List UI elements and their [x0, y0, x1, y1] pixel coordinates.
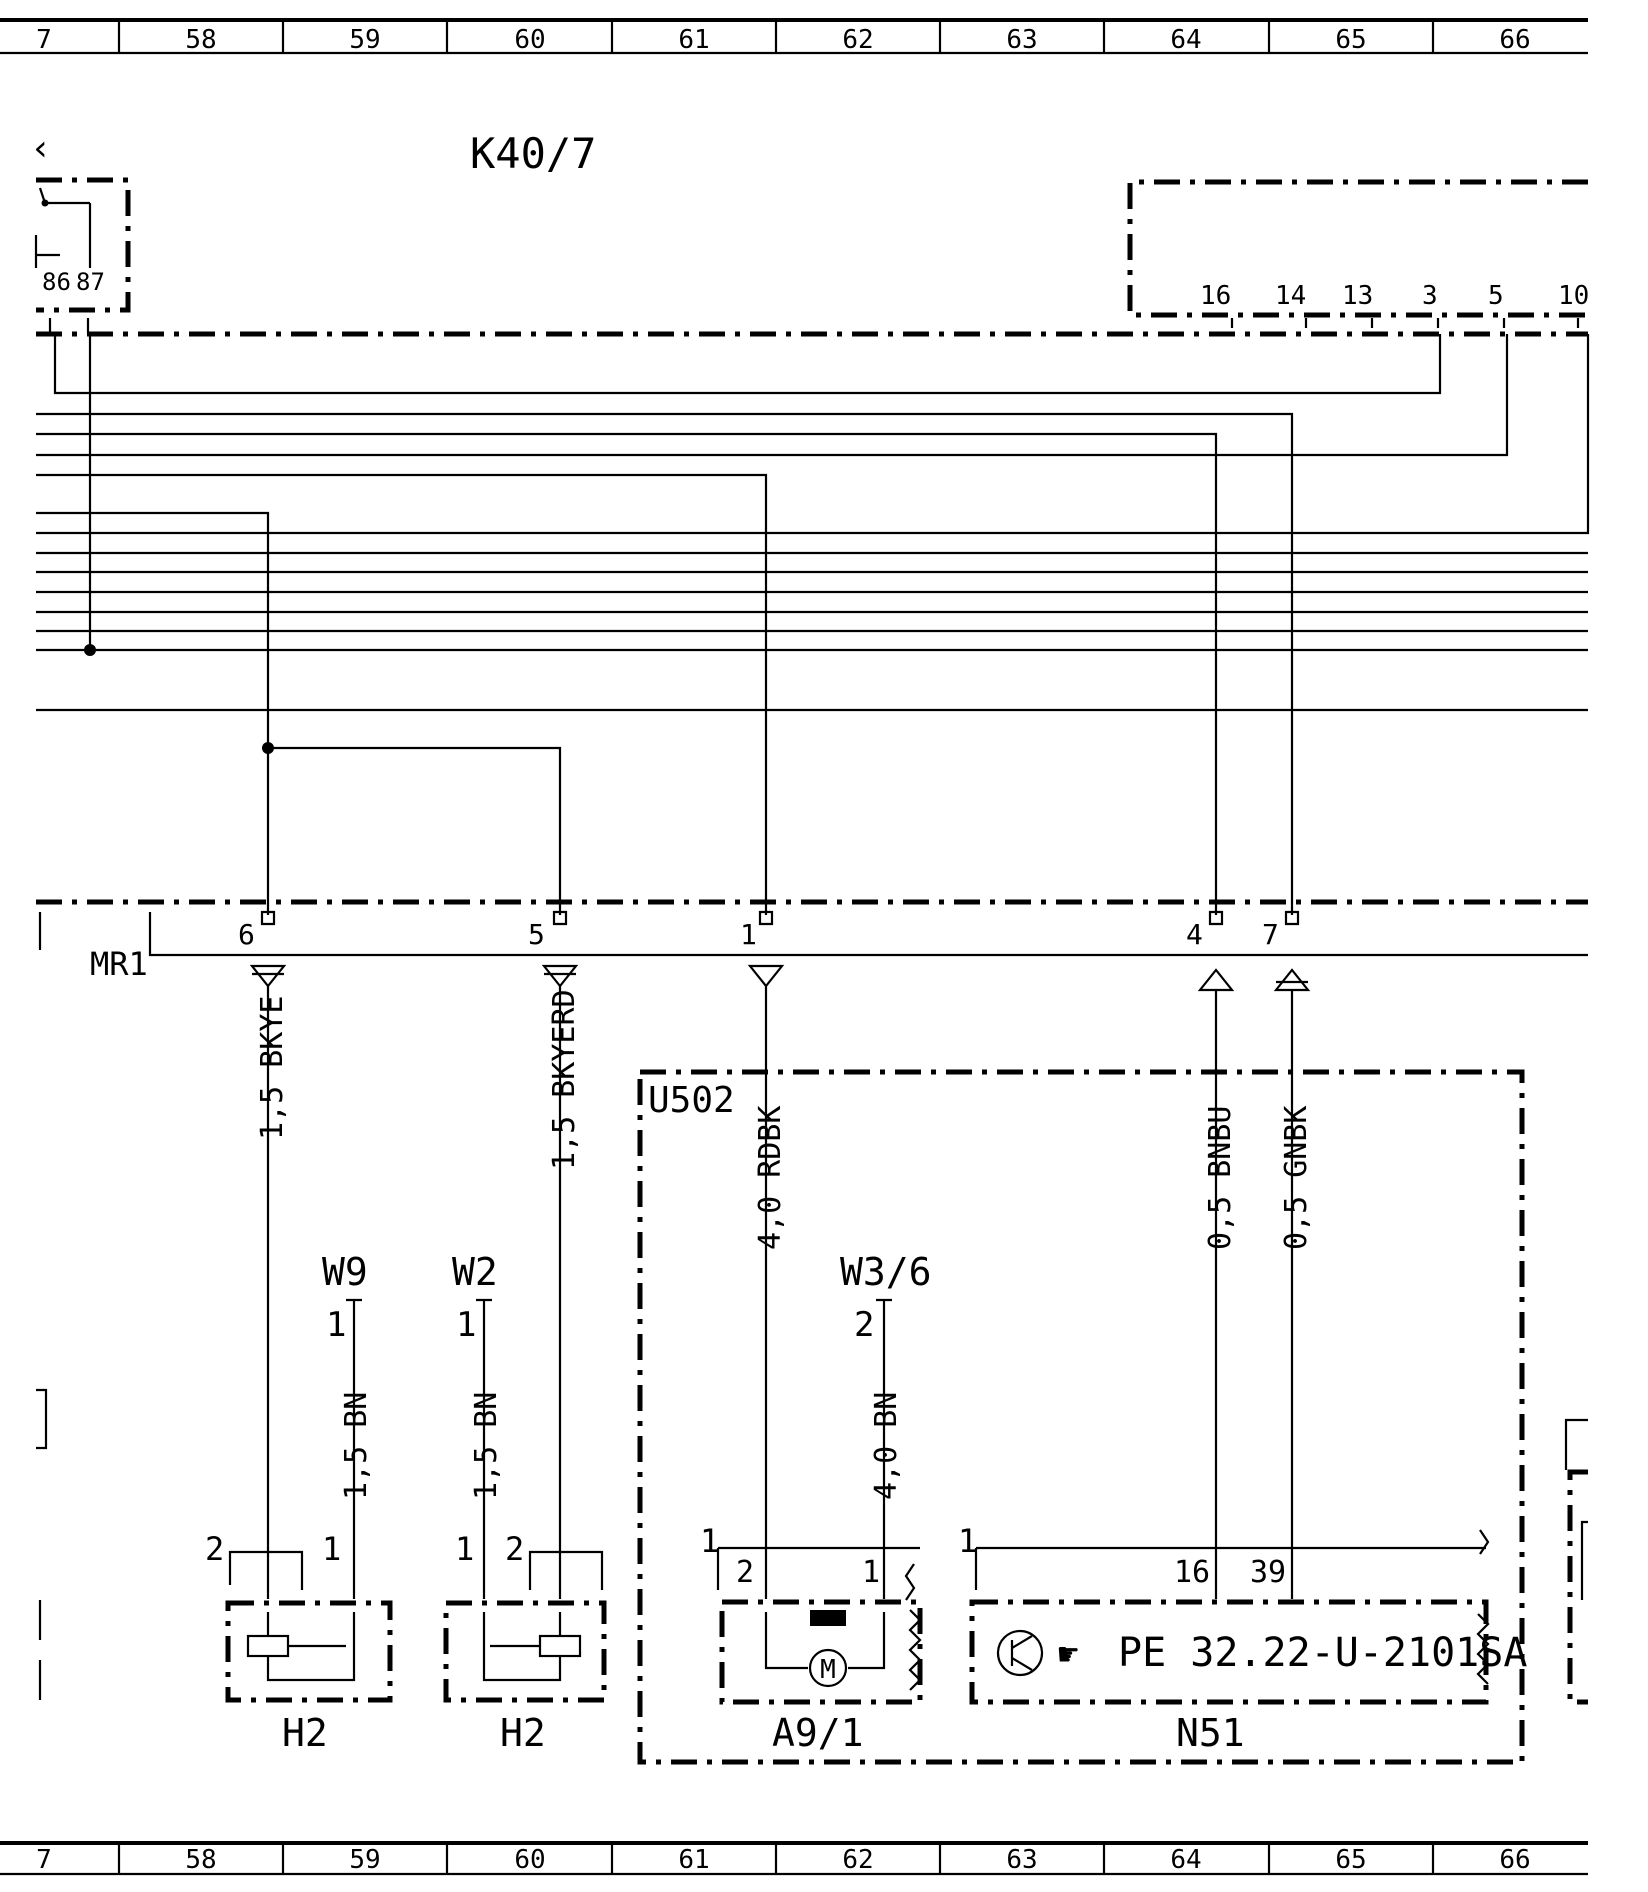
a9-1-pin-2: 2 [736, 1555, 754, 1590]
cu-pin-3: 3 [1422, 281, 1438, 311]
grid-col-bottom: 63 [1006, 1845, 1037, 1875]
grid-col-top: 63 [1006, 25, 1037, 55]
connector-label: MR1 [90, 945, 148, 983]
component-n51: 1 16 39 ☛ PE 32.22-U-2101SA N51 [958, 1522, 1527, 1755]
h2-right-pin-2: 2 [505, 1530, 524, 1568]
grid-col-bottom: 65 [1335, 1845, 1366, 1875]
grid-col-top: 60 [514, 25, 545, 55]
grid-col-bottom: 66 [1499, 1845, 1530, 1875]
left-edge-fragments [36, 1388, 48, 1700]
ground-label-w9: W9 [322, 1250, 368, 1294]
h2-left-pin-1: 1 [322, 1530, 341, 1568]
grid-col-bottom: 59 [349, 1845, 380, 1875]
a9-1-pin-1: 1 [862, 1555, 880, 1590]
grid-col-top: 61 [678, 25, 709, 55]
grid-col-bottom: 61 [678, 1845, 709, 1875]
connector-mr1: MR1 6 5 1 4 7 [36, 899, 1588, 1000]
connector-pin-4: 4 [1186, 918, 1203, 951]
harness-bundle [36, 334, 1590, 915]
grid-col-bottom: 62 [842, 1845, 873, 1875]
relay-pin-87: 87 [76, 268, 105, 296]
wire-label-bnbu: 0,5 BNBU [1203, 1106, 1238, 1251]
component-h2-right: 1 2 H2 [443, 1530, 607, 1755]
h2-right-pin-1: 1 [455, 1530, 474, 1568]
component-h2-left: 2 1 H2 [205, 1530, 393, 1755]
cu-pin-5: 5 [1488, 281, 1504, 311]
connector-pin-7: 7 [1262, 918, 1279, 951]
a9-1-motor-symbol: M [820, 1655, 836, 1685]
ground-w2: W2 1 1,5 BN [452, 1250, 504, 1585]
module-u502: U502 [637, 1069, 1525, 1765]
grid-header-bottom: 7 58 59 60 61 62 63 64 65 66 [0, 1841, 1588, 1876]
h2-left-label: H2 [282, 1711, 328, 1755]
ground-pin-w2: 1 [456, 1305, 476, 1345]
h2-right-label: H2 [500, 1711, 546, 1755]
ground-label-w2: W2 [452, 1250, 498, 1294]
grid-col-top: 59 [349, 25, 380, 55]
ground-pin-w9: 1 [326, 1305, 346, 1345]
n51-pin-16: 16 [1174, 1555, 1210, 1590]
ground-label-w3-6: W3/6 [840, 1250, 932, 1294]
wire-label-w9: 1,5 BN [339, 1392, 374, 1500]
grid-col-bottom: 58 [185, 1845, 216, 1875]
cu-pin-10: 10 [1558, 281, 1589, 311]
grid-header-top: 7 58 59 60 61 62 63 64 65 66 [0, 18, 1588, 55]
grid-col-top: 66 [1499, 25, 1530, 55]
grid-col-top: 64 [1170, 25, 1201, 55]
ground-w9: W9 1 1,5 BN [322, 1250, 374, 1585]
wire-gnbk: 0,5 GNBK [1279, 1000, 1314, 1585]
right-edge-fragments [1564, 1418, 1588, 1705]
wire-label-bkye: 1,5 BKYE [255, 996, 290, 1141]
h2-left-pin-2: 2 [205, 1530, 224, 1568]
grid-col-bottom: 64 [1170, 1845, 1201, 1875]
n51-outer-pin: 1 [958, 1522, 977, 1560]
relay-label: K40/7 [470, 129, 596, 178]
n51-pin-39: 39 [1250, 1555, 1286, 1590]
cu-pin-14: 14 [1275, 281, 1306, 311]
relay-pin-86: 86 [42, 268, 71, 296]
relay-k40-7: ‹ K40/7 86 87 [30, 128, 596, 313]
grid-col-top: 58 [185, 25, 216, 55]
connector-pin-5: 5 [528, 918, 545, 951]
grid-col-bottom: 7 [36, 1845, 52, 1875]
a9-1-outer-pin: 1 [700, 1522, 719, 1560]
control-unit-top: 16 14 13 3 5 10 [1127, 179, 1589, 328]
wire-rdbk: 4,0 RDBK [753, 1000, 788, 1585]
cu-pin-16: 16 [1200, 281, 1231, 311]
wire-bkyerd: 1,5 BKYERD [547, 989, 582, 1585]
wire-label-w2: 1,5 BN [469, 1392, 504, 1500]
wire-label-w3-6: 4,0 BN [869, 1392, 904, 1500]
pointing-hand-icon: ☛ [1058, 1635, 1078, 1675]
wire-bnbu: 0,5 BNBU [1203, 1000, 1238, 1585]
wire-label-gnbk: 0,5 GNBK [1279, 1106, 1314, 1251]
grid-col-top: 7 [36, 25, 52, 55]
n51-label: N51 [1176, 1711, 1245, 1755]
relay-left-fragment: ‹ [30, 128, 52, 169]
wire-label-bkyerd: 1,5 BKYERD [547, 989, 582, 1170]
cu-pin-13: 13 [1342, 281, 1373, 311]
grid-col-bottom: 60 [514, 1845, 545, 1875]
component-a9-1: 1 2 1 M A9/1 [700, 1522, 923, 1755]
wire-bkye: 1,5 BKYE [255, 996, 290, 1585]
n51-reference: PE 32.22-U-2101SA [1118, 1630, 1527, 1676]
grid-col-top: 62 [842, 25, 873, 55]
ground-pin-w3-6: 2 [854, 1305, 874, 1345]
ground-w3-6: W3/6 2 4,0 BN [840, 1250, 932, 1585]
transistor-icon [996, 1629, 1044, 1677]
connector-pin-6: 6 [238, 918, 255, 951]
module-label: U502 [648, 1080, 735, 1121]
connector-pin-1: 1 [740, 918, 757, 951]
grid-col-top: 65 [1335, 25, 1366, 55]
wire-label-rdbk: 4,0 RDBK [753, 1106, 788, 1251]
a9-1-label: A9/1 [772, 1711, 864, 1755]
